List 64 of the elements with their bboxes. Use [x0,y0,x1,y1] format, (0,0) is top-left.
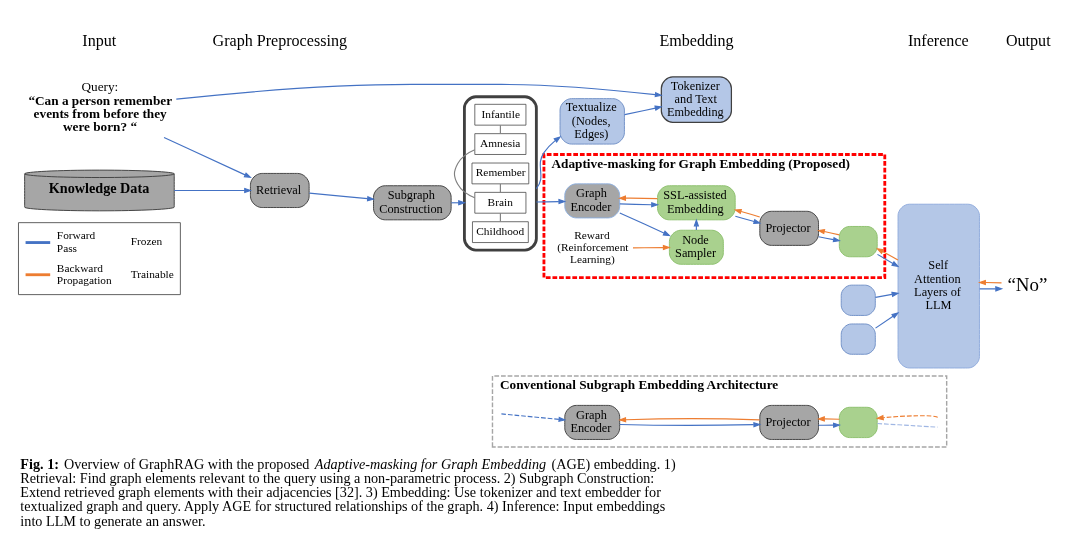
node-box: Tokenizer and Text Embedding [660,76,733,123]
node-box: Graph Encoder [564,404,621,440]
legend-label: Forward Pass [56,229,96,254]
node-box: Self Attention Layers of LLM [897,203,980,369]
node-text: Query: “Can a person remember events from before they were born? “ [28,79,173,135]
node-text: Reward (Reinforcement Learning) [557,228,629,266]
node-box [840,284,876,316]
arrow [816,228,840,236]
arrow [163,136,252,179]
connector [453,149,476,199]
arrow [693,218,700,231]
arrow [624,105,663,116]
arrow [618,195,658,201]
node-box: Projector [759,210,819,246]
label: Output [1005,31,1051,49]
arrow [632,244,671,251]
connector [499,212,501,223]
arrow [175,83,663,100]
arrow [618,416,761,423]
label: Inference [907,31,969,49]
arrow [979,286,1004,292]
cluster [463,95,538,252]
node-box: Childhood [472,221,529,243]
arrow [619,202,660,208]
arrow [875,414,939,421]
arrow [535,198,567,205]
node-box: Remember [471,162,530,185]
node-box: Textualize (Nodes, Edges) [559,98,625,145]
arrow [500,413,567,423]
legend-label: Backward Propagation [56,261,112,286]
label: Input [82,31,117,49]
arrow [734,215,762,225]
arrow [619,421,762,428]
connector [499,124,501,135]
label: Graph Preprocessing [212,31,347,49]
arrow [733,208,761,218]
arrow [535,135,562,190]
node-box: Node Sampler [668,229,724,265]
arrow [173,187,253,194]
arrow [816,416,840,422]
arrow [619,212,671,237]
node-box: Amnesia [474,133,527,155]
label: Embedding [659,31,734,49]
caption: Fig. 1: Overview of GraphRAG with the proposed Adaptive-masking for Graph Embedding (AGE) embedding. 1) Retrieval: Find graph elements relevant to the query using a non-parametric process. 2) Subgraph Construction: Extend retrieved graph elements with their adjacencies [32]. 3) Embedding: Use tokenizer and text embedder for textualized graph and query. Apply AGE for structured relationships of the graph. 4) Inference: Input embeddings into LLM to generate an answer. [20,455,676,529]
node-box [838,406,878,439]
node-box: Retrieval [249,172,310,208]
arrow [875,248,899,261]
arrow [874,291,900,298]
legend-label: Trainable [130,267,174,280]
node-box: Graph Encoder [564,183,621,219]
arrow [308,192,376,202]
node-text: “No” [1007,273,1048,295]
arrow [874,312,900,329]
node-box [840,323,876,355]
node-box: Infantile [474,103,527,126]
node-box: Brain [474,192,527,214]
connector [876,422,939,428]
arrow [818,236,841,243]
legend-label: Frozen [130,235,163,248]
node-box: SSL-assisted Embedding [657,185,736,221]
node-box: Projector [759,404,819,440]
node-box [838,225,878,258]
node-box: Subgraph Construction [373,185,452,221]
arrow [876,253,900,268]
